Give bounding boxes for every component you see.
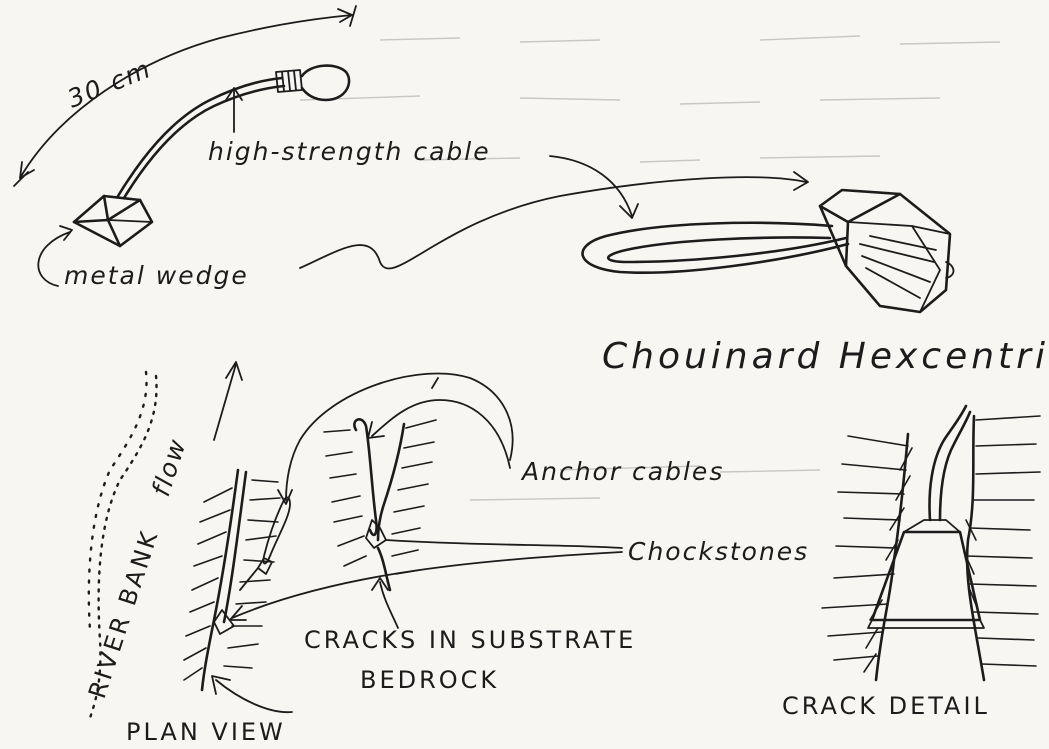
plan-view-arrow [212,676,292,712]
anchor-cable-loop [263,497,290,563]
anchor-cables-pointers [278,373,513,504]
crack-detail-label: CRACK DETAIL [782,692,990,720]
wedge-to-hex-arrow [300,172,808,269]
cable-swage [276,70,302,92]
anchor-cables-label: Anchor cables [520,457,724,486]
wedge-label: metal wedge [64,261,249,290]
chockstones-pointers [230,540,622,620]
left-crack [184,470,280,690]
cable-loop [302,66,349,100]
hexcentric-icon [583,190,954,312]
hexcentric-title: Chouinard Hexcentric [602,336,1049,377]
metal-wedge-icon [74,196,152,246]
crack-detail-sketch [822,406,1040,680]
plan-view-label: PLAN VIEW [126,718,286,746]
river-bank-label: RIVER BANK [83,526,164,702]
cracks-label-line2: BEDROCK [360,666,499,694]
cracks-label-line1: CRACKS IN SUBSTRATE [304,626,636,654]
cable-label: high-strength cable [208,137,491,166]
cable-to-hex-arrow [550,156,638,218]
middle-crack [324,419,436,590]
dimension-label: 30 cm [63,54,155,114]
flow-arrow [214,362,242,440]
flow-label: flow [146,434,192,500]
chockstones-label: Chockstones [628,537,809,566]
